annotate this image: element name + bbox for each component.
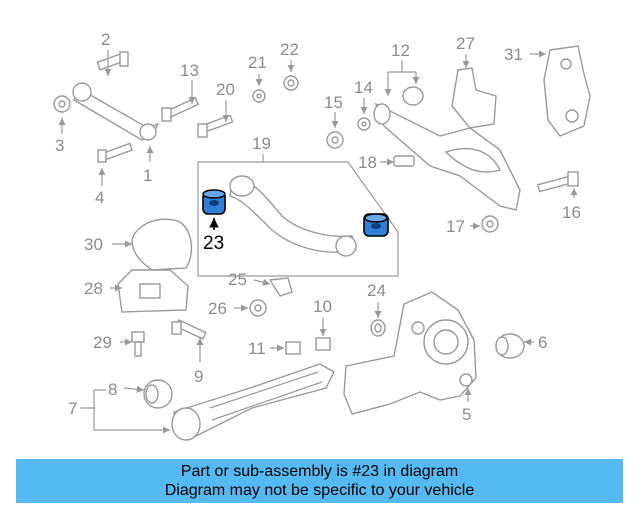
callout-9: 9 <box>194 367 203 386</box>
callout-20: 20 <box>216 80 235 99</box>
callout-7: 7 <box>68 399 77 418</box>
callout-29: 29 <box>93 333 112 352</box>
part-12-lower-arm <box>373 86 521 211</box>
part-22-nut <box>283 75 299 91</box>
callout-28: 28 <box>84 279 103 298</box>
banner-line-disclaimer: Diagram may not be specific to your vehi… <box>164 482 475 499</box>
part-17-nut <box>481 215 499 233</box>
callout-30: 30 <box>84 235 103 254</box>
callout-4: 4 <box>95 188 104 207</box>
part-13-bolt <box>161 97 200 122</box>
callout-10: 10 <box>313 297 332 316</box>
callout-15: 15 <box>324 93 343 112</box>
callout-2: 2 <box>101 30 110 49</box>
callout-19: 19 <box>252 134 271 153</box>
part-7-trailing-arm <box>171 363 335 441</box>
part-9-bolt <box>171 319 207 340</box>
callout-8: 8 <box>108 380 117 399</box>
part-18-bolt <box>393 155 415 167</box>
callout-11: 11 <box>248 339 266 358</box>
callout-12: 12 <box>391 41 410 60</box>
callout-13: 13 <box>180 61 199 80</box>
part-3-nut <box>53 95 71 113</box>
part-11-bolt <box>285 341 301 355</box>
callout-21: 21 <box>248 53 267 72</box>
part-14-washer <box>357 117 371 131</box>
part-24-washer <box>370 319 386 337</box>
part-2-bolt <box>96 51 129 71</box>
part-4-bolt <box>97 142 134 163</box>
banner-line-part: Part or sub-assembly is #23 in diagram <box>180 463 459 480</box>
callout-27: 27 <box>456 34 475 53</box>
callout-3: 3 <box>55 136 64 155</box>
part-27-bracket <box>451 67 497 129</box>
part-28-mount <box>117 269 189 313</box>
callout-labels: 2 1 3 4 13 20 21 22 19 12 14 15 18 16 17… <box>55 30 581 424</box>
part-6-bushing <box>495 333 525 359</box>
callout-23-highlighted: 23 <box>203 233 224 254</box>
part-1-trailing-link <box>72 82 160 141</box>
part-30-cover <box>131 218 193 271</box>
part-15-nut <box>326 131 344 149</box>
info-banner: Part or sub-assembly is #23 in diagram D… <box>16 459 623 503</box>
part-23-bushing[interactable] <box>202 189 389 237</box>
leader-lines <box>58 50 578 434</box>
part-8-bushing <box>143 379 173 409</box>
part-31-knuckle-bracket <box>543 45 591 137</box>
callout-1: 1 <box>143 166 152 185</box>
part-16-bolt <box>536 171 579 193</box>
part-5-knuckle <box>343 291 477 415</box>
callout-6: 6 <box>538 333 547 352</box>
part-19-assembly <box>197 161 399 277</box>
part-10-bolt <box>315 337 331 351</box>
callout-26: 26 <box>208 299 227 318</box>
callout-22: 22 <box>280 40 299 59</box>
callout-14: 14 <box>354 78 373 97</box>
callout-18: 18 <box>358 153 377 172</box>
part-29-bolt <box>131 331 145 357</box>
parts-diagram: 2 1 3 4 13 20 21 22 19 12 14 15 18 16 17… <box>53 30 591 441</box>
part-21-washer <box>252 89 266 103</box>
callout-25: 25 <box>228 270 247 289</box>
callout-24: 24 <box>367 281 386 300</box>
part-25-clip <box>268 277 293 297</box>
callout-16: 16 <box>562 203 581 222</box>
part-20-bolt <box>197 114 234 138</box>
callout-17: 17 <box>446 217 465 236</box>
callout-5: 5 <box>462 405 471 424</box>
part-26-nut <box>249 299 267 317</box>
callout-31: 31 <box>504 45 523 64</box>
